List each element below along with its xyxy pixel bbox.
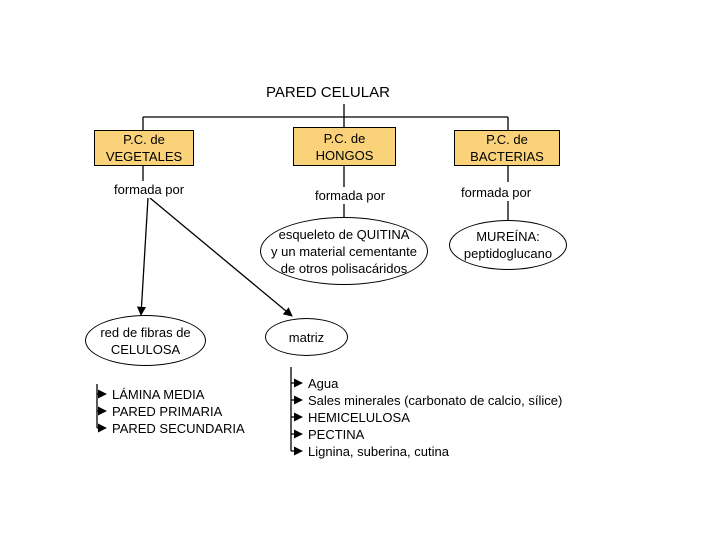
oval-quitina: esqueleto de QUITINA y un material cemen… [260,217,428,285]
box-bacterias-line2: BACTERIAS [470,149,544,164]
connector-vegetales: formada por [114,181,185,198]
list-item: Agua [308,376,339,391]
box-hongos: P.C. de HONGOS [293,127,396,166]
quitina-line3: de otros polisacáridos [280,260,408,276]
arrow-to-matriz [149,197,293,317]
oval-mureina: MUREÍNA: peptidoglucano [449,220,567,270]
mureina-line1: MUREÍNA: [476,229,540,244]
box-vegetales: P.C. de VEGETALES [94,130,194,166]
list-item: PECTINA [308,427,365,442]
quitina-line2: y un material cementante [271,243,417,259]
arrow-to-celulosa [136,197,149,316]
oval-celulosa: red de fibras de CELULOSA [85,315,206,366]
box-hongos-line2: HONGOS [315,147,374,163]
list-item: Lignina, suberina, cutina [308,444,449,459]
list-item: PARED PRIMARIA [112,404,223,419]
celulosa-line1: red de fibras de [100,324,191,340]
diagram-title: PARED CELULAR [266,84,390,101]
list-item: LÁMINA MEDIA [112,387,205,402]
connector-hongos: formada por [314,187,387,204]
matriz-label: matriz [288,329,325,345]
box-bacterias: P.C. de BACTERIAS [454,130,560,166]
quitina-line1: esqueleto de QUITINA [278,226,410,242]
celulosa-line2: CELULOSA [110,341,181,357]
box-bacterias-line1: P.C. de [486,132,528,147]
oval-matriz: matriz [265,318,348,356]
list-item: PARED SECUNDARIA [112,421,245,436]
box-hongos-line1: P.C. de [323,130,366,146]
celulosa-layers-list: LÁMINA MEDIA PARED PRIMARIA PARED SECUND… [112,386,245,437]
box-vegetales-line1: P.C. de [123,132,165,147]
box-vegetales-line2: VEGETALES [105,149,183,164]
list-item: HEMICELULOSA [308,410,410,425]
list-item: Sales minerales (carbonato de calcio, sí… [308,393,563,408]
matriz-items-list: Agua Sales minerales (carbonato de calci… [308,375,562,460]
connector-bacterias: formada por [461,184,532,201]
mureina-line2: peptidoglucano [463,246,553,261]
